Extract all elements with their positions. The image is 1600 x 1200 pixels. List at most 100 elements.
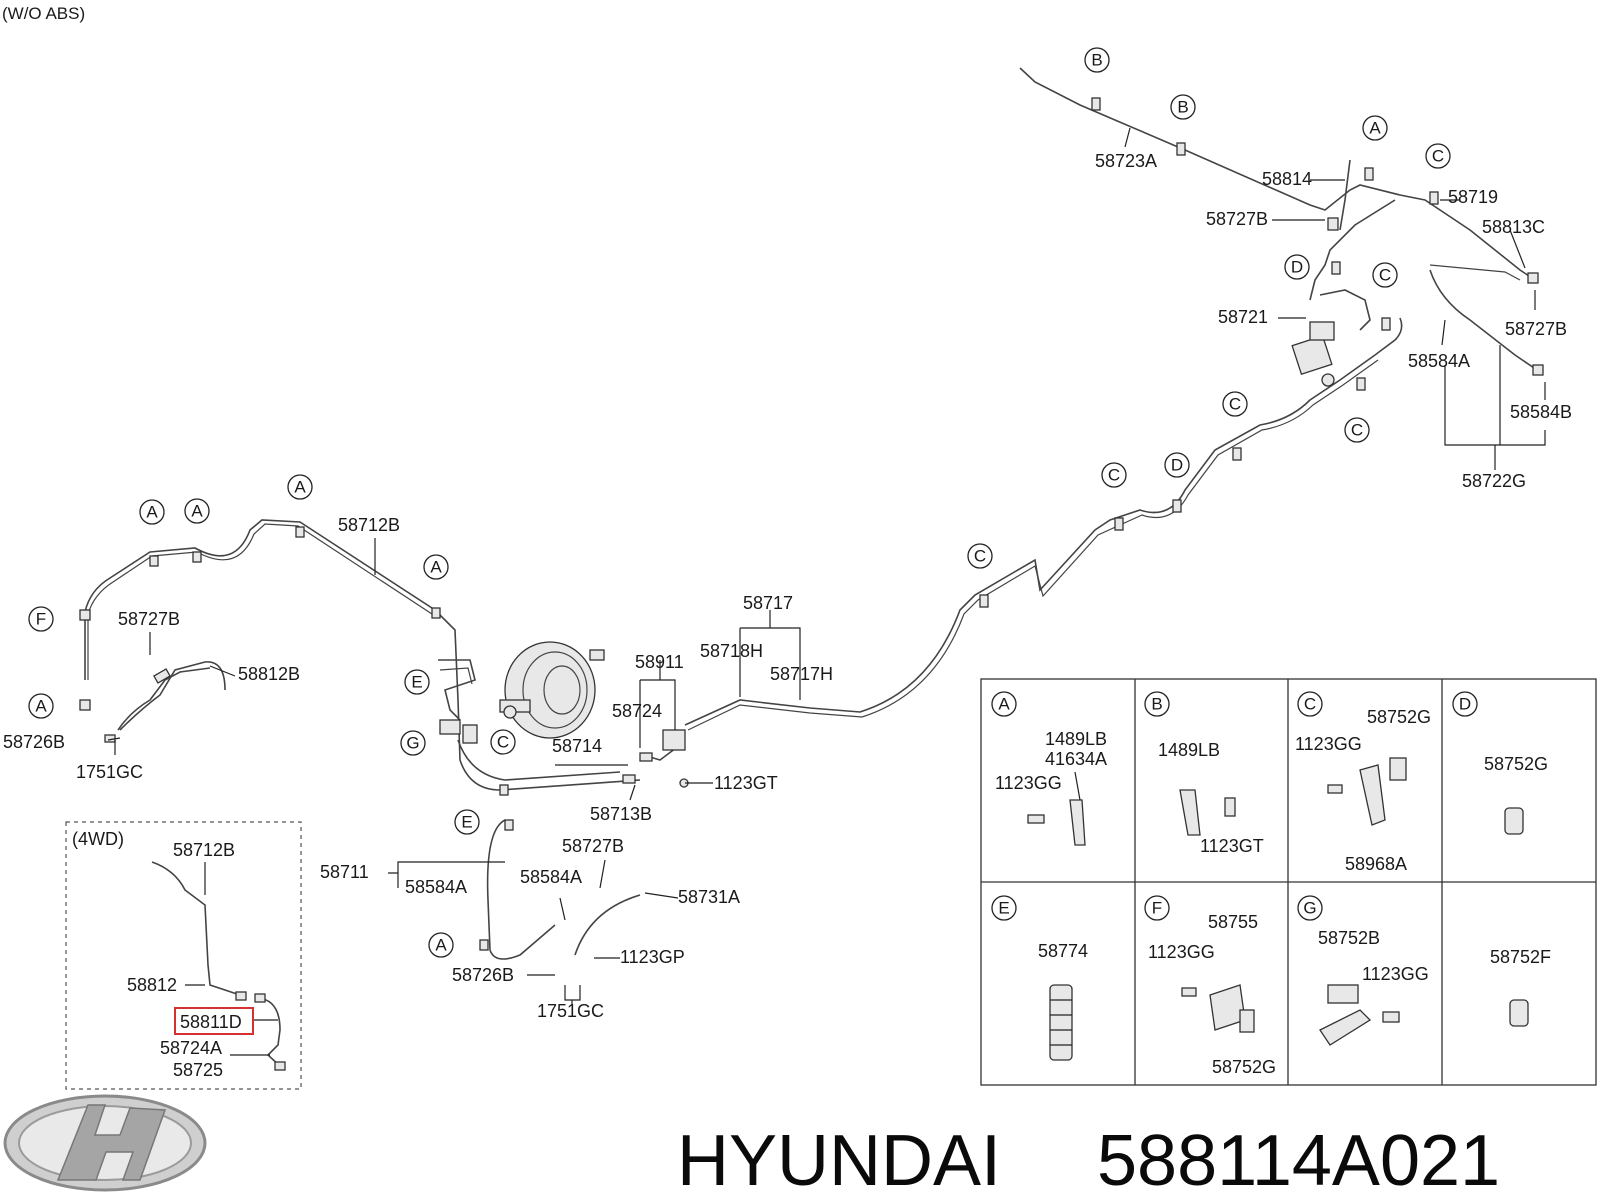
callout-A: A [28, 693, 54, 719]
svg-text:58752F: 58752F [1490, 947, 1551, 967]
label-58721: 58721 [1218, 307, 1268, 327]
main-pipe-run [84, 67, 1541, 960]
callout-C: C [967, 543, 993, 569]
table-cell-B: B 1489LB 1123GT [1144, 691, 1264, 856]
svg-text:E: E [411, 673, 422, 692]
bracket-58911 [622, 729, 689, 788]
hose-58812B [104, 667, 211, 743]
table-cell-blank: 58752F [1490, 947, 1551, 1027]
svg-text:1489LB: 1489LB [1158, 740, 1220, 760]
svg-text:B: B [1091, 51, 1102, 70]
variant-note: (W/O ABS) [2, 4, 85, 23]
label-1123GP: 1123GP [620, 947, 685, 967]
callout-A: A [428, 932, 454, 958]
svg-text:1123GG: 1123GG [1362, 964, 1429, 984]
svg-text:F: F [1152, 899, 1162, 918]
callout-circles: B B A C D C C C D C C A A A A F A E G C … [28, 47, 1451, 958]
label-58727B-1: 58727B [1206, 209, 1268, 229]
inset-4wd: (4WD) 58712B 58812 58811D 58724A 58725 [65, 821, 302, 1090]
svg-text:C: C [1351, 421, 1363, 440]
label-58723A: 58723A [1095, 151, 1157, 171]
label-58911: 58911 [635, 652, 684, 672]
label-58727B-2: 58727B [1505, 319, 1567, 339]
callout-A: A [1362, 115, 1388, 141]
inset-label-58812: 58812 [127, 975, 177, 995]
table-cell-G: G 58752B 1123GG [1297, 895, 1429, 1046]
svg-text:1123GT: 1123GT [1200, 836, 1264, 856]
svg-text:58752G: 58752G [1212, 1057, 1276, 1077]
label-58727B-3: 58727B [118, 609, 180, 629]
label-58813C: 58813C [1482, 217, 1545, 237]
svg-text:1489LB: 1489LB [1045, 729, 1107, 749]
junction-block-58721 [1291, 321, 1335, 387]
svg-text:C: C [497, 733, 509, 752]
junction-block-left [438, 659, 478, 744]
svg-text:58968A: 58968A [1345, 854, 1407, 874]
callout-C: C [1222, 391, 1248, 417]
svg-text:G: G [1303, 899, 1316, 918]
label-58717H: 58717H [770, 664, 833, 684]
svg-text:A: A [998, 695, 1010, 714]
clip-detail-table: A 1489LB 41634A 1123GG B 1489LB 1123GT C… [980, 678, 1597, 1086]
callout-F: F [28, 606, 54, 632]
svg-text:1123GG: 1123GG [995, 773, 1062, 793]
part-number: 588114A021 [1097, 1121, 1500, 1200]
inset-label-58725: 58725 [173, 1060, 223, 1080]
svg-text:B: B [1177, 98, 1188, 117]
callout-A: A [139, 499, 165, 525]
svg-text:58752B: 58752B [1318, 928, 1380, 948]
svg-text:F: F [36, 610, 46, 629]
svg-text:58752G: 58752G [1367, 707, 1431, 727]
label-1123GT: 1123GT [714, 773, 778, 793]
svg-text:A: A [146, 503, 158, 522]
callout-A: A [423, 554, 449, 580]
hyundai-logo [3, 1094, 207, 1192]
svg-text:A: A [435, 936, 447, 955]
svg-text:B: B [1151, 695, 1162, 714]
label-58713B: 58713B [590, 804, 652, 824]
callout-C: C [1101, 462, 1127, 488]
label-58722G: 58722G [1462, 471, 1526, 491]
label-58812B: 58812B [238, 664, 300, 684]
svg-text:C: C [974, 547, 986, 566]
table-cell-A: A 1489LB 41634A 1123GG [991, 691, 1107, 846]
svg-text:G: G [406, 734, 419, 753]
callout-C: C [490, 729, 516, 755]
label-58724: 58724 [612, 701, 662, 721]
callout-A: A [184, 498, 210, 524]
svg-text:D: D [1459, 695, 1471, 714]
brand-name: HYUNDAI [677, 1121, 1001, 1200]
svg-text:1123GG: 1123GG [1148, 942, 1215, 962]
label-1751GC-1: 1751GC [76, 762, 143, 782]
callout-D: D [1284, 254, 1310, 280]
callout-E: E [454, 809, 480, 835]
label-58584A-1: 58584A [1408, 351, 1470, 371]
svg-text:41634A: 41634A [1045, 749, 1107, 769]
svg-text:E: E [461, 813, 472, 832]
svg-text:58774: 58774 [1038, 941, 1088, 961]
label-58719: 58719 [1448, 187, 1498, 207]
highlight-box [174, 1007, 254, 1035]
leader-lines [107, 127, 1546, 1005]
callout-C: C [1344, 417, 1370, 443]
label-58584B: 58584B [1510, 402, 1572, 422]
svg-text:C: C [1432, 147, 1444, 166]
callout-B: B [1084, 47, 1110, 73]
inset-label-58724A: 58724A [160, 1038, 222, 1058]
svg-text:A: A [294, 478, 306, 497]
svg-text:D: D [1291, 258, 1303, 277]
svg-text:A: A [430, 558, 442, 577]
svg-text:C: C [1379, 266, 1391, 285]
inset-label-58712B: 58712B [173, 840, 235, 860]
svg-text:1123GG: 1123GG [1295, 734, 1362, 754]
callout-C: C [1372, 262, 1398, 288]
label-58727B-4: 58727B [562, 836, 624, 856]
table-cell-F: F 58755 1123GG 58752G [1144, 895, 1276, 1077]
svg-text:58755: 58755 [1208, 912, 1258, 932]
svg-text:58752G: 58752G [1484, 754, 1548, 774]
inset-title: (4WD) [72, 829, 124, 849]
part-labels: 58723A 58814 58727B 58719 58813C 58721 5… [3, 151, 1572, 1021]
svg-text:A: A [1369, 119, 1381, 138]
label-58714: 58714 [552, 736, 602, 756]
label-58726B-2: 58726B [452, 965, 514, 985]
